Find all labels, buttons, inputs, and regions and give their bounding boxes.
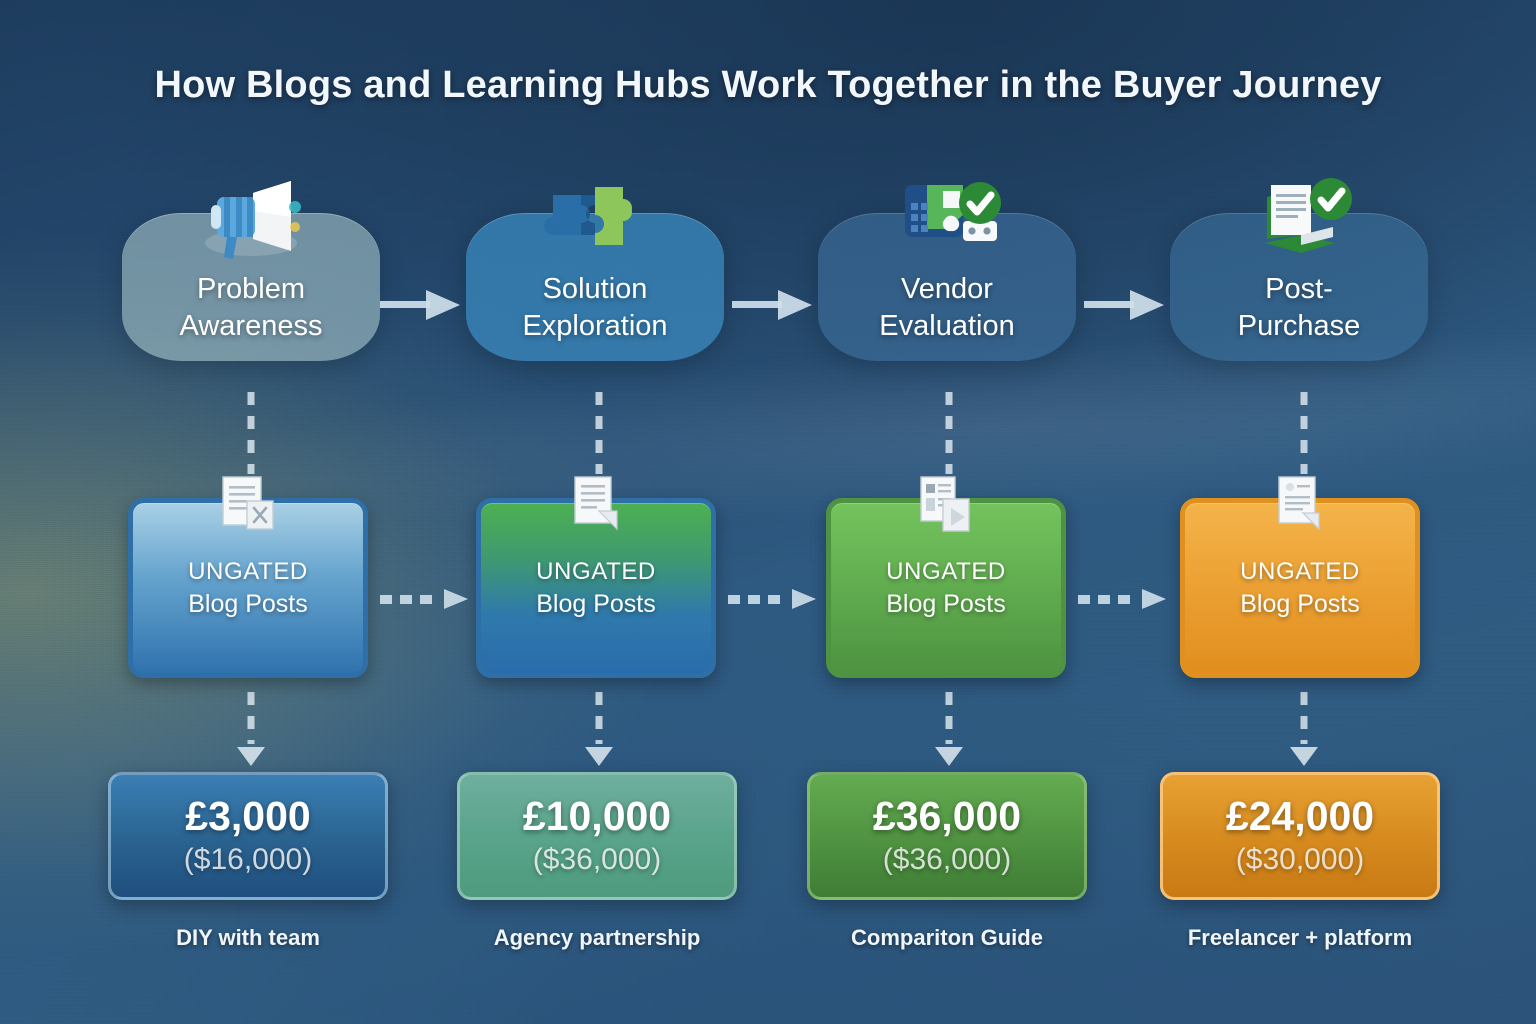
- content-box-4[interactable]: UNGATED Blog Posts: [1180, 476, 1420, 678]
- cost-usd: ($30,000): [1235, 842, 1365, 876]
- cost-usd: ($36,000): [532, 842, 662, 876]
- connector-content-to-cost-4: [1290, 692, 1318, 766]
- content-type-label: Blog Posts: [1240, 589, 1360, 618]
- arrowhead-down-icon: [237, 747, 265, 766]
- dashed-line: [247, 392, 255, 474]
- dashed-line: [595, 392, 603, 474]
- connector-content-to-cost-3: [935, 692, 963, 766]
- content-gated-label: UNGATED: [886, 557, 1006, 585]
- document-stack-icon: [915, 475, 977, 537]
- dashed-line: [1300, 692, 1308, 744]
- document-x-icon: [217, 475, 279, 537]
- stage-arrow-3: [1084, 288, 1168, 322]
- content-gated-label: UNGATED: [188, 557, 308, 585]
- cost-caption-2: Agency partnership: [493, 925, 701, 950]
- connector-stage-to-content-1: [247, 392, 255, 474]
- connector-content-to-cost-1: [237, 692, 265, 766]
- stage-box-vendor-evaluation[interactable]: Vendor Evaluation: [818, 182, 1076, 361]
- dashed-line: [247, 692, 255, 744]
- document-check-icon: [1239, 177, 1359, 263]
- content-arrow-2: [726, 588, 822, 610]
- cost-usd: ($36,000): [882, 842, 1012, 876]
- page-title: How Blogs and Learning Hubs Work Togethe…: [154, 64, 1382, 106]
- vendor-check-icon: [887, 177, 1007, 263]
- cost-gbp: £10,000: [522, 793, 672, 840]
- stage-label: Vendor Evaluation: [879, 272, 1015, 342]
- arrowhead-down-icon: [1290, 747, 1318, 766]
- cost-box-1[interactable]: £3,000 ($16,000): [108, 772, 388, 900]
- connector-stage-to-content-4: [1300, 392, 1308, 474]
- cost-box-2[interactable]: £10,000 ($36,000): [457, 772, 737, 900]
- cost-box-4[interactable]: £24,000 ($30,000): [1160, 772, 1440, 900]
- dashed-line: [1300, 392, 1308, 474]
- document-text-icon: [1269, 475, 1331, 537]
- content-type-label: Blog Posts: [188, 589, 308, 618]
- cost-usd: ($16,000): [183, 842, 313, 876]
- stage-label: Problem Awareness: [179, 272, 323, 342]
- stage-box-solution-exploration[interactable]: Solution Exploration: [466, 187, 724, 361]
- cost-caption-3: Compariton Guide: [851, 925, 1043, 950]
- arrowhead-down-icon: [585, 747, 613, 766]
- connector-stage-to-content-3: [945, 392, 953, 474]
- dashed-line: [945, 392, 953, 474]
- puzzle-pieces-icon: [535, 177, 655, 263]
- cost-gbp: £3,000: [185, 793, 311, 840]
- content-arrow-3: [1076, 588, 1172, 610]
- content-box-1[interactable]: UNGATED Blog Posts: [128, 476, 368, 678]
- cost-box-3[interactable]: £36,000 ($36,000): [807, 772, 1087, 900]
- stage-arrow-1: [380, 288, 464, 322]
- content-arrow-1: [378, 588, 474, 610]
- connector-content-to-cost-2: [585, 692, 613, 766]
- content-box-2[interactable]: UNGATED Blog Posts: [476, 476, 716, 678]
- cost-caption-1: DIY with team: [176, 925, 320, 950]
- stage-box-problem-awareness[interactable]: Problem Awareness: [122, 181, 380, 361]
- dashed-line: [945, 692, 953, 744]
- content-box-3[interactable]: UNGATED Blog Posts: [826, 476, 1066, 678]
- stage-box-post-purchase[interactable]: Post- Purchase: [1170, 178, 1428, 361]
- megaphone-icon: [191, 177, 311, 263]
- stage-arrow-2: [732, 288, 816, 322]
- cost-caption-4: Freelancer + platform: [1187, 925, 1413, 950]
- stage-label: Post- Purchase: [1237, 272, 1361, 342]
- content-type-label: Blog Posts: [886, 589, 1006, 618]
- connector-stage-to-content-2: [595, 392, 603, 474]
- content-type-label: Blog Posts: [536, 589, 656, 618]
- stage-label: Solution Exploration: [522, 272, 668, 342]
- document-play-icon: [565, 475, 627, 537]
- cost-gbp: £36,000: [872, 793, 1022, 840]
- cost-gbp: £24,000: [1225, 793, 1375, 840]
- dashed-line: [595, 692, 603, 744]
- content-gated-label: UNGATED: [1240, 557, 1360, 585]
- arrowhead-down-icon: [935, 747, 963, 766]
- content-gated-label: UNGATED: [536, 557, 656, 585]
